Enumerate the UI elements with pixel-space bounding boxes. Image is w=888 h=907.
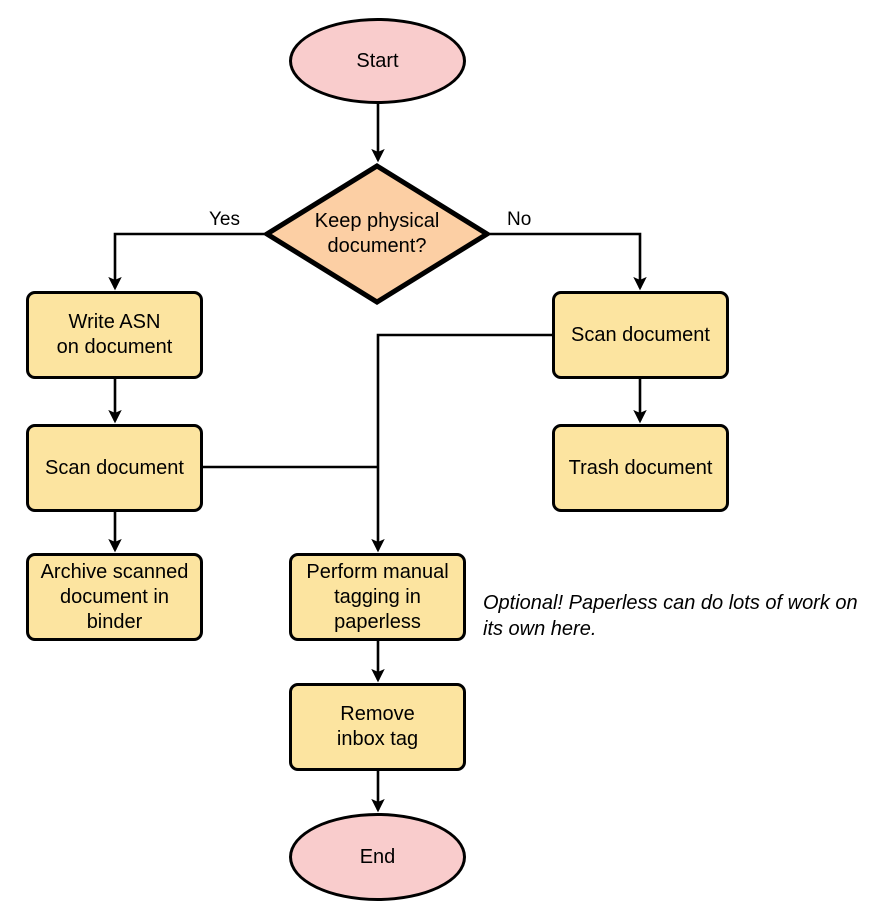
node-archive-label-line1: Archive scanned: [40, 560, 189, 583]
node-tagging-label-line3: paperless: [334, 610, 421, 633]
node-remove-inbox-label-group: Remove inbox tag: [337, 702, 418, 752]
edge-decision-no-to-scan-right: [490, 232, 647, 291]
node-end[interactable]: End: [289, 813, 466, 901]
node-perform-manual-tagging[interactable]: Perform manual tagging in paperless: [289, 553, 466, 641]
node-write-asn-label-group: Write ASN on document: [57, 310, 173, 360]
node-decision-label-group: Keep physical document?: [264, 163, 490, 305]
node-archive-label-line2: document in: [60, 585, 169, 608]
node-scan-document-right-label: Scan document: [571, 323, 710, 346]
annotation-optional-note-line2: its own here.: [483, 618, 597, 640]
node-remove-inbox-tag[interactable]: Remove inbox tag: [289, 683, 466, 771]
node-tagging-label-group: Perform manual tagging in paperless: [306, 560, 448, 635]
edge-decision-yes-to-write-asn: [108, 232, 264, 291]
edge-scan-right-to-tagging: [371, 333, 552, 553]
node-remove-inbox-label-line2: inbox tag: [336, 728, 419, 750]
node-tagging-label-line2: tagging in: [334, 585, 421, 608]
node-decision-label-line1: Keep physical: [314, 210, 440, 232]
annotation-optional-note: Optional! Paperless can do lots of work …: [483, 590, 883, 642]
node-write-asn[interactable]: Write ASN on document: [26, 291, 203, 379]
node-trash-document[interactable]: Trash document: [552, 424, 729, 512]
annotation-optional-note-line1: Optional! Paperless can do lots of work …: [483, 592, 858, 614]
node-remove-inbox-label-line1: Remove: [340, 703, 415, 725]
edge-label-no: No: [507, 209, 532, 230]
node-decision-label-line2: document?: [327, 235, 427, 257]
diamond-shape: [264, 163, 490, 305]
edge-label-yes: Yes: [209, 209, 240, 230]
node-scan-document-left[interactable]: Scan document: [26, 424, 203, 512]
node-scan-document-left-label: Scan document: [45, 456, 184, 479]
node-archive-label-line3: binder: [86, 610, 143, 633]
node-end-label: End: [359, 845, 396, 868]
node-tagging-label-line1: Perform manual: [306, 560, 449, 583]
node-archive-label-group: Archive scanned document in binder: [41, 560, 189, 635]
node-archive-scanned-document[interactable]: Archive scanned document in binder: [26, 553, 203, 641]
node-trash-document-label: Trash document: [568, 456, 713, 479]
node-write-asn-label-line2: on document: [56, 336, 173, 358]
node-scan-document-right[interactable]: Scan document: [552, 291, 729, 379]
node-start-label: Start: [356, 49, 399, 72]
node-start[interactable]: Start: [289, 18, 466, 104]
node-keep-physical-document[interactable]: Keep physical document?: [264, 163, 490, 305]
node-write-asn-label-line1: Write ASN: [68, 311, 161, 333]
